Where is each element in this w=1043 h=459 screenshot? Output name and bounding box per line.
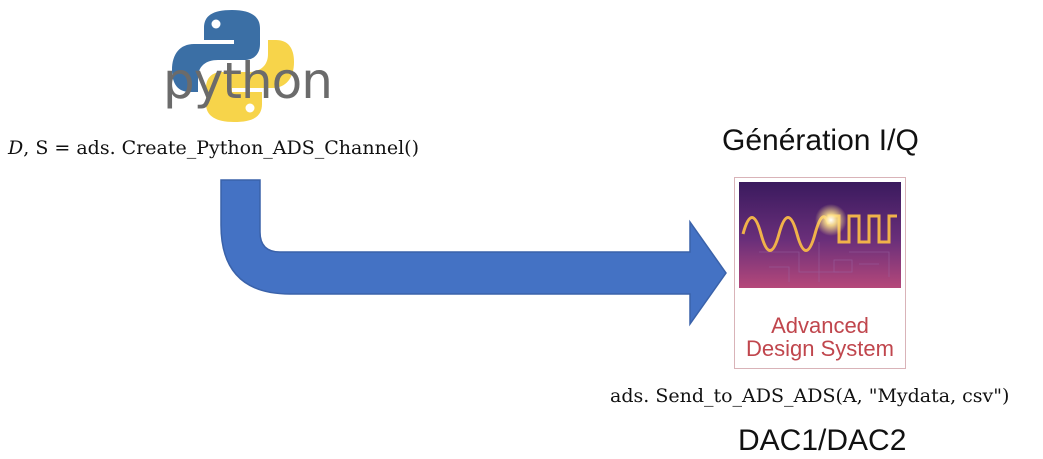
python-logo [160,8,305,123]
send-to-ads-formula: ads. Send_to_ADS_ADS(A, "Mydata, csv") [610,385,1010,407]
ads-logo: Advanced Design System [734,177,906,369]
ads-logo-line2: Design System [746,336,894,361]
dac-label: DAC1/DAC2 [738,424,907,457]
create-channel-formula: D, S = ads. Create_Python_ADS_Channel() [8,137,419,159]
formula-create-call: ads. Create_Python_ADS_Channel() [76,137,419,159]
python-snakes-icon [172,10,294,122]
iq-generation-heading: Génération I/Q [722,124,919,157]
ads-waveform-icon [739,182,901,288]
formula-var-d: D [8,137,24,159]
ads-logo-line1: Advanced [771,313,869,338]
arrow-shape [220,179,727,327]
formula-separator: , S = [23,137,77,159]
